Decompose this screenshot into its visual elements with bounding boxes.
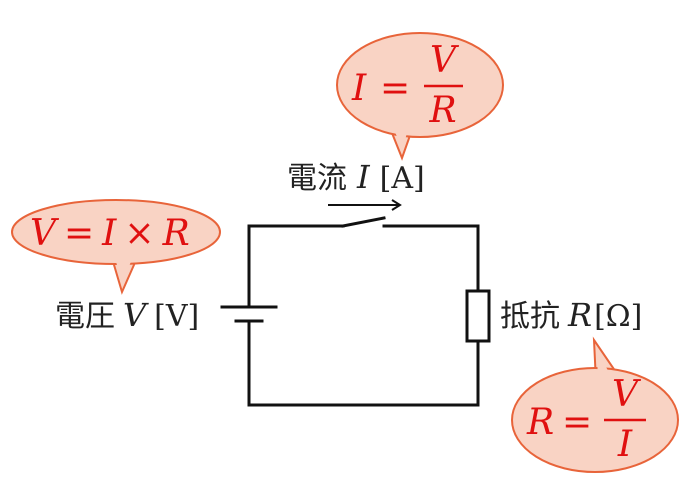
current-arrow <box>328 199 402 211</box>
speech-bubble-voltage: V=I×R <box>11 199 221 295</box>
formula-voltage: V=I×R <box>30 213 190 254</box>
formula-current-num: V <box>430 40 460 81</box>
speech-bubble-resistance: R = V I <box>511 336 679 473</box>
formula-current-den: R <box>428 90 456 131</box>
wire-right-lower <box>247 319 480 407</box>
formula-resistance-eq: = <box>562 402 592 443</box>
formula-resistance-num: V <box>612 374 642 415</box>
speech-bubble-current: I = V R <box>336 32 504 161</box>
formula-resistance-lhs: R <box>526 402 554 443</box>
switch-lever <box>341 216 386 228</box>
resistor-symbol <box>465 289 491 343</box>
formula-current-eq: = <box>380 68 410 109</box>
circuit <box>220 216 480 407</box>
formula-current-lhs: I <box>351 68 367 109</box>
formula-resistance-den: I <box>617 424 633 465</box>
wire-top-right <box>382 224 480 293</box>
